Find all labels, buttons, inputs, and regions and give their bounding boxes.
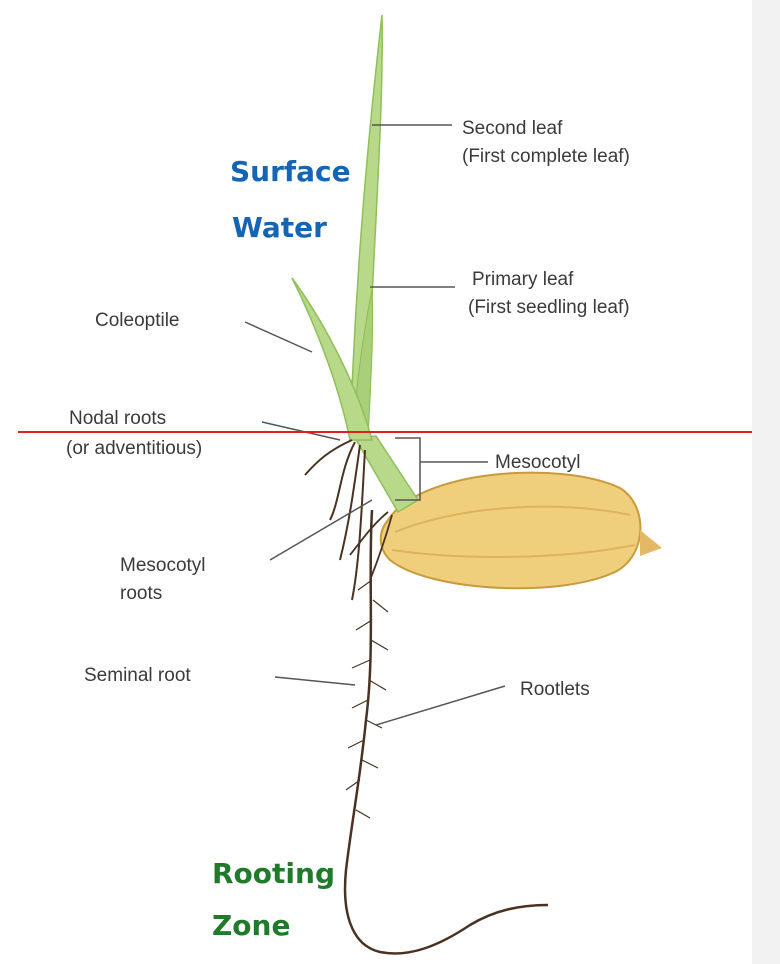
zone-label-water: Water bbox=[232, 208, 327, 248]
label-second-leaf: Second leaf bbox=[462, 117, 562, 140]
leader-rootlets bbox=[376, 686, 505, 725]
rootlet bbox=[352, 700, 368, 708]
label-rootlets: Rootlets bbox=[520, 678, 590, 701]
rootlet bbox=[362, 760, 378, 768]
label-primary-leaf: Primary leaf bbox=[472, 268, 573, 291]
leader-mesocotyl-roots bbox=[270, 500, 372, 560]
label-mesocotyl: Mesocotyl bbox=[495, 451, 581, 474]
label-seminal-root: Seminal root bbox=[84, 664, 191, 687]
nodal-root-3 bbox=[340, 445, 360, 560]
leader-seminal-root bbox=[275, 677, 355, 685]
label-coleoptile: Coleoptile bbox=[95, 309, 180, 332]
rootlet bbox=[371, 640, 388, 650]
rootlet bbox=[373, 600, 388, 612]
label-mesocotyl-roots-line1: Mesocotyl bbox=[120, 554, 206, 577]
seed-tip bbox=[640, 530, 662, 556]
right-edge-panel bbox=[752, 0, 780, 964]
zone-label-surface: Surface bbox=[230, 152, 351, 192]
label-second-leaf-note: (First complete leaf) bbox=[462, 145, 630, 168]
rootlet bbox=[352, 660, 370, 668]
label-mesocotyl-roots-line2: roots bbox=[120, 582, 162, 605]
zone-label-zone: Zone bbox=[212, 906, 290, 946]
label-nodal-roots: Nodal roots bbox=[69, 407, 166, 430]
rootlet bbox=[348, 740, 364, 748]
zone-label-rooting: Rooting bbox=[212, 854, 335, 894]
leader-coleoptile bbox=[245, 322, 312, 352]
label-nodal-roots-note: (or adventitious) bbox=[66, 437, 202, 460]
rootlet bbox=[369, 680, 386, 690]
rootlet bbox=[356, 810, 370, 818]
label-primary-leaf-note: (First seedling leaf) bbox=[468, 296, 630, 319]
nodal-root-4 bbox=[352, 450, 365, 600]
